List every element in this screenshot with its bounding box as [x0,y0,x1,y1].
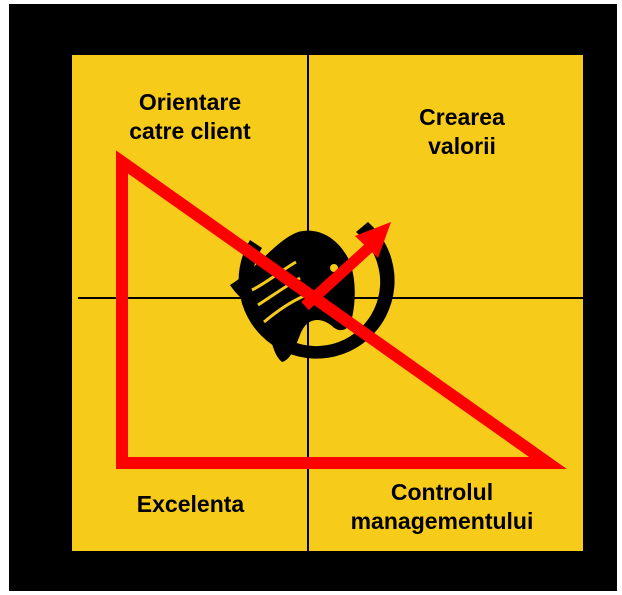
red-triangle [116,150,567,469]
label-crearea-valorii: Crearea valorii [419,104,505,159]
logo-eye [330,264,338,272]
red-arrowhead [355,222,391,258]
red-arrow [301,222,391,311]
label-orientare-catre-client: Orientare catre client [129,89,251,144]
label-excelenta: Excelenta [136,491,245,517]
label-controlul-managementului: Controlul managementului [350,479,534,534]
